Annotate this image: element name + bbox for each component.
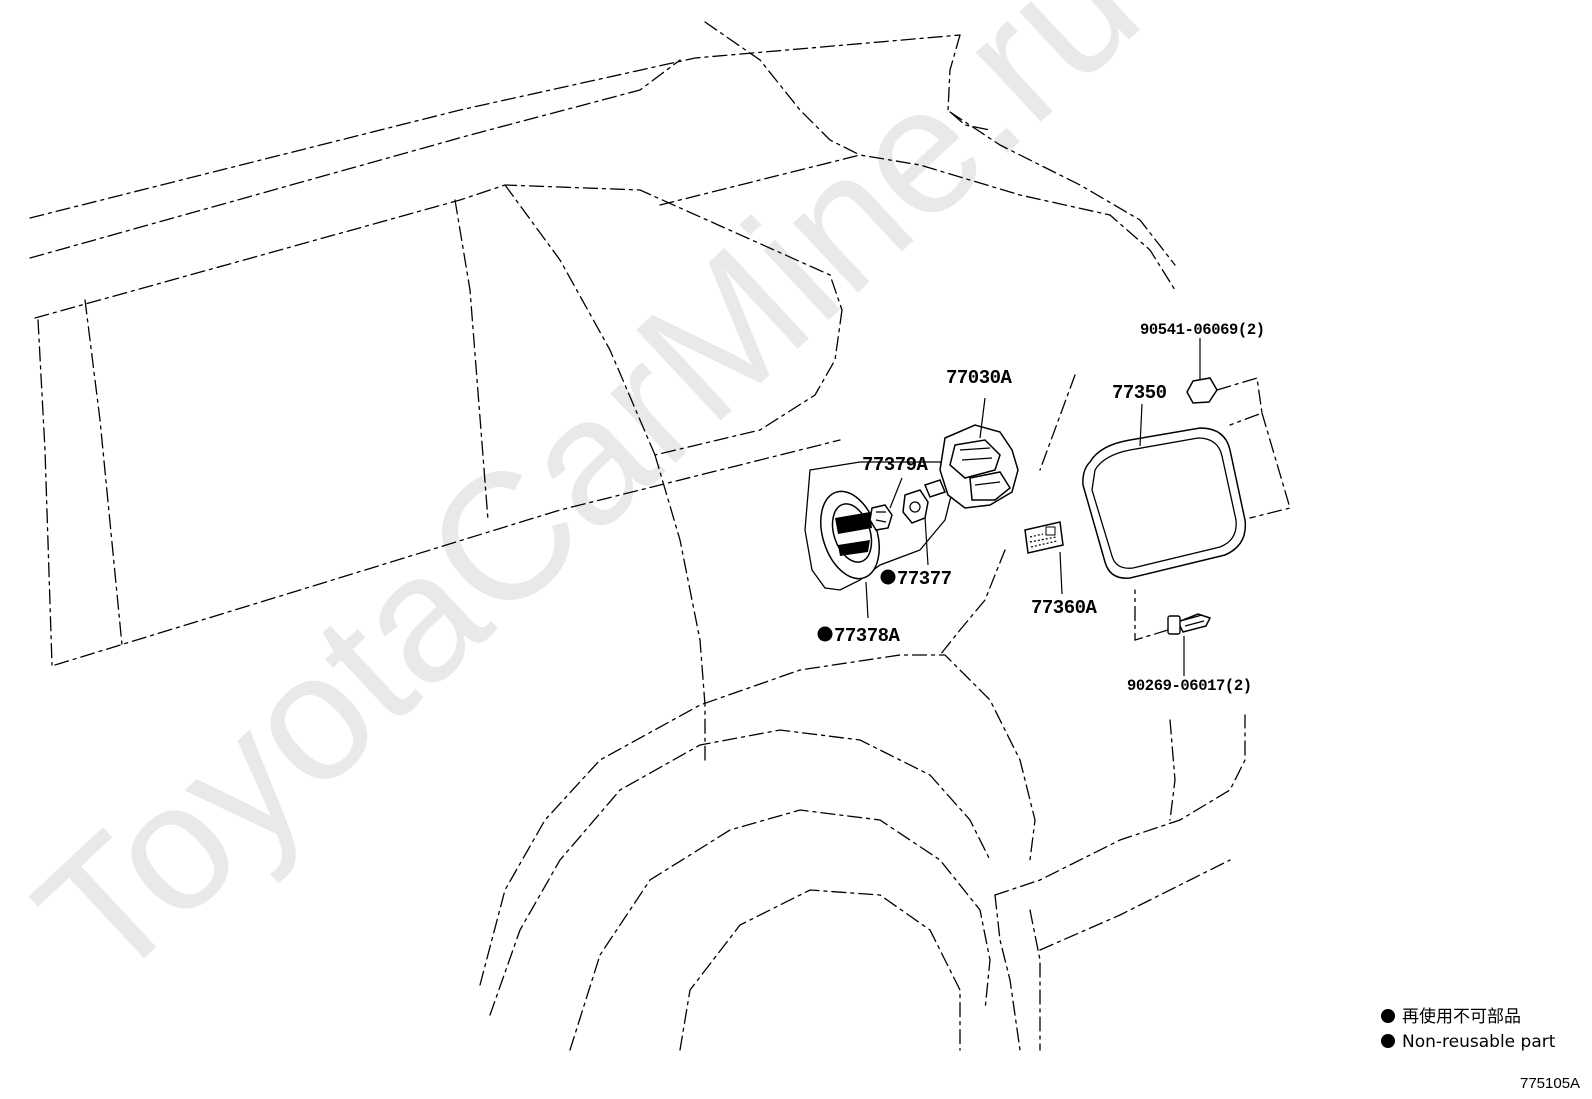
legend: 再使用不可部品 Non-reusable part (1381, 1006, 1556, 1052)
label-90269: 90269-06017(2) (1127, 677, 1252, 695)
non-reusable-bullet-77377 (880, 569, 896, 585)
bushing-77379a (869, 504, 893, 531)
label-77350: 77350 (1112, 382, 1167, 404)
lid-opener-77030a (923, 424, 1019, 509)
filled-circle-icon (1381, 1034, 1395, 1048)
fuel-filler-housing-77378a (820, 490, 880, 580)
figure-id: 775105A (1520, 1075, 1580, 1092)
caution-label-77360a (1024, 521, 1064, 554)
label-77379a: 77379A (862, 454, 929, 476)
part-labels: 77030A 77379A 77377 77378A 77350 77360A … (817, 321, 1265, 695)
label-90541: 90541-06069(2) (1140, 321, 1265, 339)
vehicle-body-outline (29, 21, 1246, 1051)
label-77378a: 77378A (834, 625, 901, 647)
fuel-lid-77350 (1082, 427, 1247, 579)
label-77377: 77377 (897, 568, 952, 590)
leader-lines (865, 338, 1201, 676)
cushion-90541 (1186, 377, 1291, 519)
non-reusable-bullet-77378a (817, 626, 833, 642)
clip-90269 (1134, 589, 1212, 641)
label-77030a: 77030A (946, 367, 1013, 389)
filler-opening-outline (804, 461, 956, 591)
legend-text-jp: 再使用不可部品 (1402, 1006, 1521, 1027)
watermark-text: ToyotaCarMine.ru (0, 0, 1176, 1019)
gasket-77377 (902, 489, 929, 524)
label-77360a: 77360A (1031, 597, 1098, 619)
legend-text-en: Non-reusable part (1402, 1032, 1556, 1052)
filled-circle-icon (1381, 1009, 1395, 1023)
